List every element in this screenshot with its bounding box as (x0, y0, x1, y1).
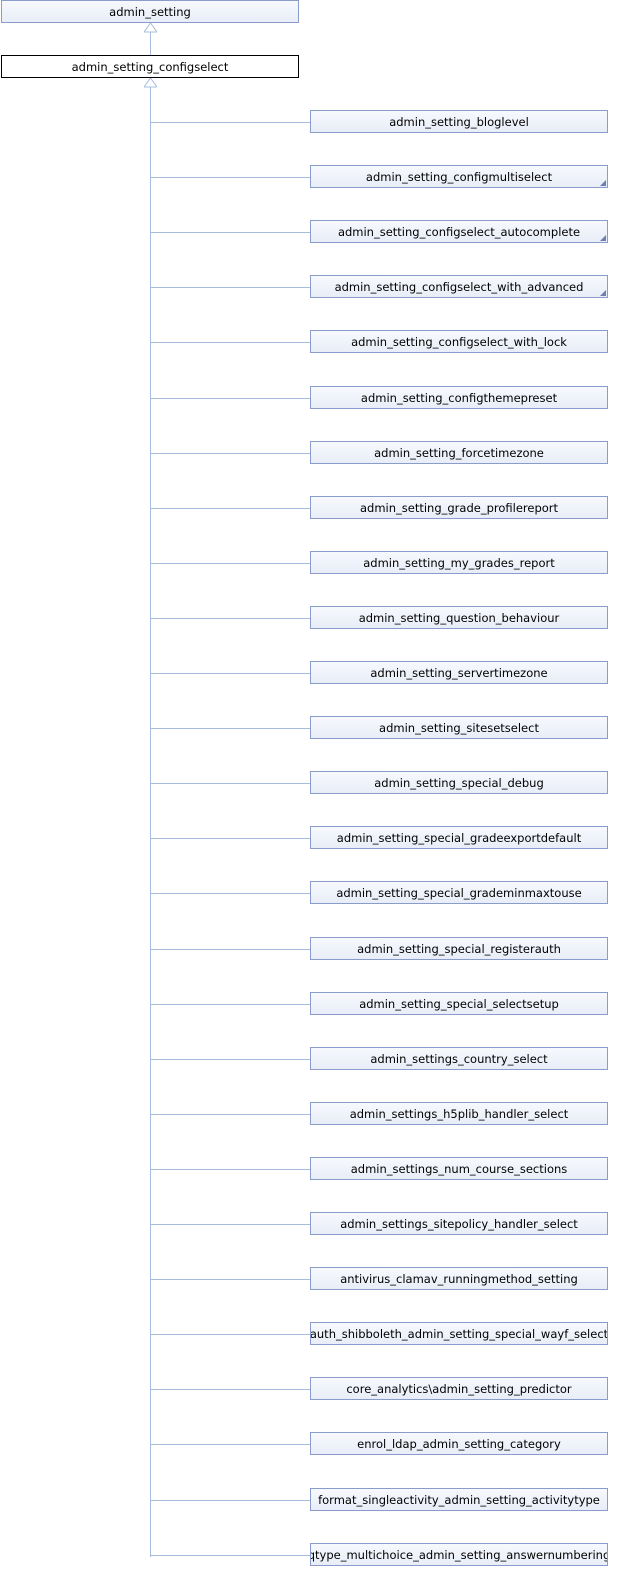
connector-child (150, 1389, 310, 1390)
child-class-label: admin_setting_grade_profilereport (359, 500, 559, 515)
child-class-node[interactable]: admin_setting_my_grades_report (310, 551, 608, 574)
child-class-node[interactable]: admin_setting_special_grademinmaxtouse (310, 881, 608, 904)
child-class-label: admin_setting_configmultiselect (365, 169, 553, 184)
connector-child (150, 838, 310, 839)
connector-child (150, 122, 310, 123)
connector-child (150, 1279, 310, 1280)
child-class-node[interactable]: admin_settings_sitepolicy_handler_select (310, 1212, 608, 1235)
child-class-node[interactable]: enrol_ldap_admin_setting_category (310, 1432, 608, 1455)
child-class-node[interactable]: admin_setting_forcetimezone (310, 441, 608, 464)
child-class-node[interactable]: admin_setting_configselect_with_advanced (310, 275, 608, 298)
child-class-label: auth_shibboleth_admin_setting_special_wa… (310, 1326, 608, 1341)
child-class-label: admin_settings_h5plib_handler_select (349, 1106, 569, 1121)
child-class-node[interactable]: auth_shibboleth_admin_setting_special_wa… (310, 1322, 608, 1345)
connector-child (150, 1500, 310, 1501)
connector-child (150, 728, 310, 729)
child-class-node[interactable]: admin_setting_servertimezone (310, 661, 608, 684)
child-class-node[interactable]: admin_setting_configthemepreset (310, 386, 608, 409)
child-class-node[interactable]: core_analytics\admin_setting_predictor (310, 1377, 608, 1400)
child-class-node[interactable]: format_singleactivity_admin_setting_acti… (310, 1488, 608, 1511)
child-class-node[interactable]: admin_setting_configselect_with_lock (310, 330, 608, 353)
child-class-node[interactable]: antivirus_clamav_runningmethod_setting (310, 1267, 608, 1290)
child-class-label: admin_setting_configthemepreset (360, 390, 558, 405)
connector-child (150, 618, 310, 619)
child-class-node[interactable]: admin_settings_country_select (310, 1047, 608, 1070)
child-class-label: admin_setting_forcetimezone (374, 445, 544, 460)
child-class-label: admin_setting_configselect_autocomplete (337, 224, 581, 239)
child-class-node[interactable]: admin_setting_grade_profilereport (310, 496, 608, 519)
child-class-node[interactable]: qtype_multichoice_admin_setting_answernu… (310, 1543, 608, 1566)
child-class-label: qtype_multichoice_admin_setting_answernu… (310, 1547, 608, 1562)
connector-child (150, 398, 310, 399)
connector-child (150, 949, 310, 950)
child-class-label: admin_settings_sitepolicy_handler_select (340, 1216, 578, 1231)
connector-child (150, 563, 310, 564)
child-class-node[interactable]: admin_setting_special_gradeexportdefault (310, 826, 608, 849)
child-class-label: admin_setting_special_selectsetup (359, 996, 559, 1011)
connector-child (150, 1334, 310, 1335)
connector-child (150, 342, 310, 343)
child-class-label: antivirus_clamav_runningmethod_setting (340, 1271, 578, 1286)
child-class-label: admin_settings_num_course_sections (350, 1161, 568, 1176)
connector-child (150, 287, 310, 288)
connector-child (150, 1555, 310, 1556)
child-class-node[interactable]: admin_setting_configmultiselect (310, 165, 608, 188)
arrowhead-current (144, 78, 157, 88)
connector-child (150, 1114, 310, 1115)
child-class-label: admin_settings_country_select (370, 1051, 548, 1066)
child-class-node[interactable]: admin_setting_special_debug (310, 771, 608, 794)
child-class-label: admin_setting_question_behaviour (358, 610, 560, 625)
connector-child (150, 453, 310, 454)
child-class-label: enrol_ldap_admin_setting_category (357, 1436, 561, 1451)
child-class-node[interactable]: admin_setting_sitesetselect (310, 716, 608, 739)
connector-child (150, 232, 310, 233)
child-class-node[interactable]: admin_setting_bloglevel (310, 110, 608, 133)
connector-child (150, 1444, 310, 1445)
child-class-label: admin_setting_special_debug (374, 775, 544, 790)
connector-child (150, 1169, 310, 1170)
child-class-node[interactable]: admin_setting_configselect_autocomplete (310, 220, 608, 243)
child-class-label: format_singleactivity_admin_setting_acti… (318, 1492, 600, 1507)
connector-child (150, 673, 310, 674)
connector-child (150, 893, 310, 894)
child-class-label: admin_setting_special_grademinmaxtouse (336, 885, 582, 900)
child-class-label: admin_setting_my_grades_report (363, 555, 555, 570)
child-class-label: admin_setting_bloglevel (389, 114, 529, 129)
child-class-label: admin_setting_configselect_with_lock (351, 334, 567, 349)
child-class-node[interactable]: admin_settings_h5plib_handler_select (310, 1102, 608, 1125)
child-class-label: admin_setting_sitesetselect (379, 720, 539, 735)
child-class-node[interactable]: admin_setting_special_registerauth (310, 937, 608, 960)
child-class-label: admin_setting_servertimezone (370, 665, 548, 680)
connector-child (150, 508, 310, 509)
child-class-label: admin_setting_special_gradeexportdefault (336, 830, 582, 845)
child-class-label: admin_setting_special_registerauth (357, 941, 561, 956)
connector-trunk (150, 78, 151, 1557)
child-class-node[interactable]: admin_setting_question_behaviour (310, 606, 608, 629)
connector-child (150, 1224, 310, 1225)
child-class-label: core_analytics\admin_setting_predictor (346, 1381, 572, 1396)
connector-base (150, 23, 151, 56)
base-class-node[interactable]: admin_setting (1, 0, 299, 23)
arrowhead-base (144, 23, 157, 33)
child-class-label: admin_setting_configselect_with_advanced (334, 279, 584, 294)
connector-child (150, 177, 310, 178)
child-class-node[interactable]: admin_setting_special_selectsetup (310, 992, 608, 1015)
current-class-label: admin_setting_configselect (71, 59, 229, 74)
child-class-node[interactable]: admin_settings_num_course_sections (310, 1157, 608, 1180)
base-class-label: admin_setting (109, 4, 191, 19)
current-class-node: admin_setting_configselect (1, 55, 299, 78)
connector-child (150, 1004, 310, 1005)
connector-child (150, 1059, 310, 1060)
connector-child (150, 783, 310, 784)
